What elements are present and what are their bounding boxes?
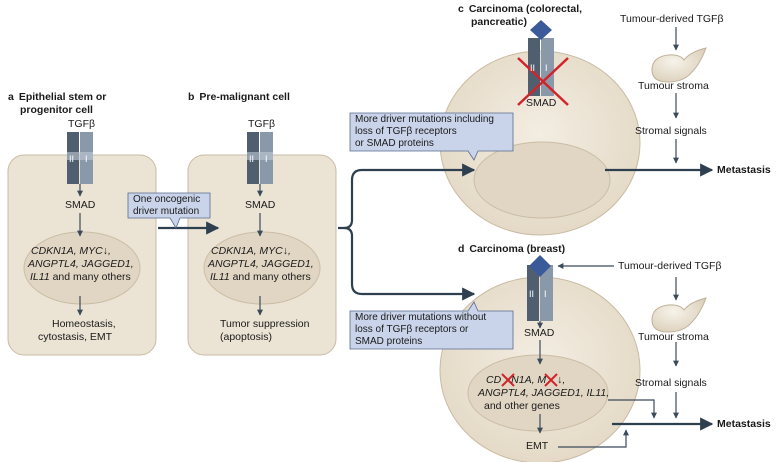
red-x-receptor-c <box>517 57 569 106</box>
outcome-a-line1: Homeostasis, <box>52 318 116 330</box>
receptor-a-i: I <box>85 154 88 164</box>
smad-label-d: SMAD <box>524 327 555 339</box>
receptor-d-i: I <box>544 289 547 299</box>
callout-without-loss-shape <box>349 301 514 350</box>
metastasis-c: Metastasis <box>717 164 771 176</box>
outcome-b-line1: Tumor suppression <box>220 318 310 330</box>
callout-oncogenic-shape <box>127 192 211 229</box>
receptor-c-ii: II <box>530 63 536 73</box>
outcome-b-line2: (apoptosis) <box>220 331 272 343</box>
callout-with-loss: More driver mutations including loss of … <box>355 114 494 149</box>
targets-b-line2: ANGPTL4, JAGGED1, <box>208 258 314 270</box>
targets-b-line1: CDKN1A, MYC↓, <box>211 245 291 257</box>
receptor-b-ii: II <box>249 154 255 164</box>
receptor-c-i: I <box>545 63 548 73</box>
metastasis-d: Metastasis <box>717 418 771 430</box>
panel-a-letter: a <box>8 91 14 103</box>
stroma-c <box>651 47 707 83</box>
receptor-d-ii: II <box>529 289 535 299</box>
targets-a-line2: ANGPTL4, JAGGED1, <box>28 258 134 270</box>
callout-with-loss-shape <box>349 112 514 161</box>
receptor-b-i: I <box>265 154 268 164</box>
targets-d-line2: ANGPTL4, JAGGED1, IL11, <box>478 387 610 399</box>
receptor-d <box>527 255 553 321</box>
callout-without-loss: More driver mutations without loss of TG… <box>355 312 487 347</box>
targets-d-line3: and other genes <box>484 400 560 412</box>
targets-a-line3: IL11 and many others <box>30 271 131 283</box>
panel-b-letter: b <box>188 91 195 103</box>
callout-oncogenic: One oncogenic driver mutation <box>133 194 201 217</box>
ligand-label-a: TGFβ <box>68 118 96 130</box>
targets-b-line3: IL11 and many others <box>210 271 311 283</box>
source-c: Tumour-derived TGFβ <box>620 13 724 25</box>
red-x-myc <box>544 373 558 387</box>
outcome-a-line2: cytostasis, EMT <box>38 331 113 343</box>
stromal-signals-c: Stromal signals <box>635 125 707 137</box>
stroma-d <box>651 297 707 333</box>
receptor-b <box>247 132 273 184</box>
stroma-label-c: Tumour stroma <box>638 80 709 92</box>
smad-label-a: SMAD <box>65 199 96 211</box>
receptor-a <box>67 132 93 184</box>
stroma-label-d: Tumour stroma <box>638 331 709 343</box>
red-x-cdkn1a <box>501 373 515 387</box>
ligand-label-b: TGFβ <box>248 118 276 130</box>
panel-d-letter: d <box>458 243 465 255</box>
smad-label-c: SMAD <box>526 97 557 109</box>
smad-label-b: SMAD <box>245 199 276 211</box>
targets-a-line1: CDKN1A, MYC↓, <box>31 245 111 257</box>
receptor-a-ii: II <box>69 154 75 164</box>
panel-c-letter: c <box>458 3 464 15</box>
source-d: Tumour-derived TGFβ <box>618 260 722 272</box>
emt-label-d: EMT <box>526 440 549 452</box>
nucleus-c <box>473 141 611 219</box>
stromal-signals-d: Stromal signals <box>635 377 707 389</box>
